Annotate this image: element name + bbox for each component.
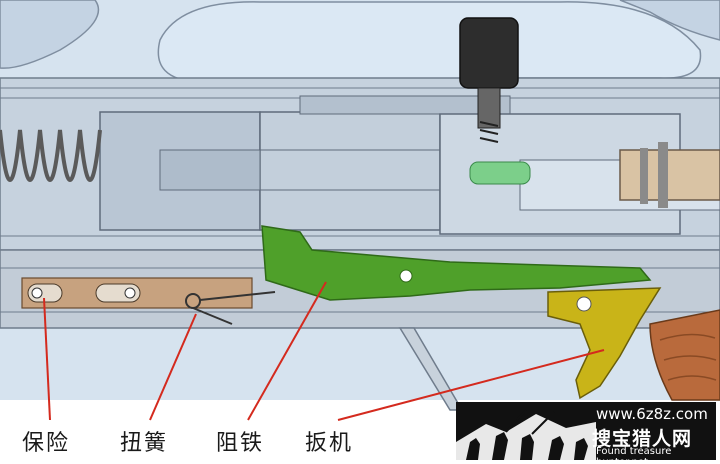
leader-safety <box>43 297 51 421</box>
sear <box>261 225 652 301</box>
receiver-cutout-left <box>0 0 100 69</box>
watermark-logo: www.6z8z.com 搜宝猎人网 Found treasure hunter… <box>456 402 716 460</box>
label-torsion-spring: 扭簧 <box>120 431 169 456</box>
leader-spring <box>149 313 197 421</box>
torsion-spring-arm <box>199 291 276 301</box>
bolt-shaft <box>159 149 261 191</box>
sear-pivot <box>399 269 413 283</box>
label-safety: 保险 <box>22 431 71 456</box>
receiver-cutout-top <box>157 1 702 83</box>
recoil-spring <box>0 129 102 182</box>
torsion-spring-arm <box>192 307 233 325</box>
label-trigger: 扳机 <box>305 431 354 456</box>
leader-sear <box>247 281 327 421</box>
firing-pin <box>469 161 531 185</box>
leader-trigger <box>337 349 605 421</box>
striker-cap <box>619 149 720 201</box>
safety-pin <box>31 287 43 299</box>
adjust-knob <box>459 17 519 89</box>
screw-thread <box>479 121 499 143</box>
safety-pin <box>124 287 136 299</box>
striker-ring <box>658 142 668 208</box>
trigger <box>547 287 662 400</box>
watermark-name-cn: 搜宝猎人网 <box>592 428 693 450</box>
hunters-silhouette-icon <box>456 409 596 460</box>
adjust-screw <box>477 87 501 129</box>
label-sear: 阻铁 <box>216 431 265 456</box>
watermark-name-en: Found treasure hunter.net <box>596 446 672 460</box>
bolt-body <box>259 111 441 231</box>
trigger-pivot <box>576 296 592 312</box>
watermark-url: www.6z8z.com <box>596 405 708 423</box>
top-rail <box>299 95 511 115</box>
striker-ring <box>640 148 648 204</box>
wood-grain <box>659 333 717 381</box>
